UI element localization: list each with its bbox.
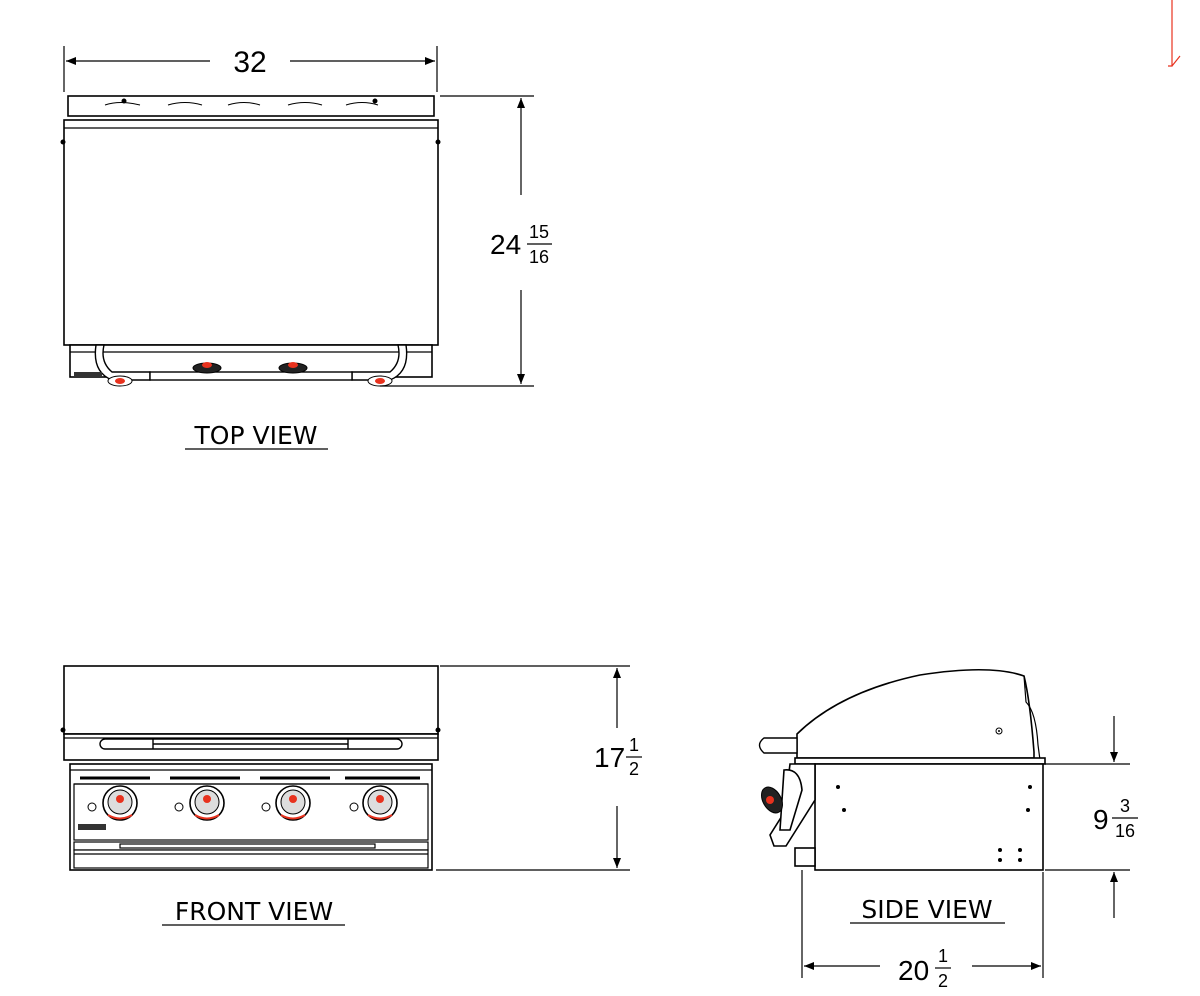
front-height-whole: 17 [594,742,625,773]
side-lid-rim [794,757,1046,765]
top-back-slots [104,98,379,106]
front-knob-2 [174,785,225,821]
side-depth-denominator: 2 [938,971,948,991]
front-handle [99,738,403,750]
side-body-dots [836,785,1032,862]
side-control-panel [761,763,816,867]
side-height-whole: 9 [1093,804,1109,835]
side-height-denominator: 16 [1115,821,1135,841]
top-width-value: 32 [233,46,266,79]
top-depth-whole: 24 [490,229,521,260]
top-handle [94,344,408,381]
front-view: 17 1 2 FRONT VIEW [60,665,642,926]
side-height-numerator: 3 [1120,796,1130,816]
side-handle [758,737,798,754]
top-view: 32 24 15 [60,46,552,450]
side-body [814,763,1044,871]
side-height-dimension: 9 3 16 [1045,716,1138,918]
side-view-label: SIDE VIEW [861,895,992,924]
front-knob-3 [261,785,311,821]
front-height-dimension: 17 1 2 [436,665,642,871]
top-width-dimension: 32 [63,46,438,92]
front-knob-1 [87,785,138,821]
side-view: 9 3 16 SIDE VIEW 20 1 2 [758,668,1138,991]
top-view-label: TOP VIEW [194,421,318,450]
front-drip-tray [73,841,429,869]
front-knobs [87,785,398,821]
top-depth-denominator: 16 [529,247,549,267]
front-view-label: FRONT VIEW [175,897,333,926]
corner-mark [1168,0,1181,67]
top-depth-numerator: 15 [529,222,549,242]
top-knobs [74,362,393,387]
top-depth-dimension: 24 15 16 [380,95,552,387]
front-height-numerator: 1 [629,735,639,755]
side-lid [796,668,1041,761]
side-depth-whole: 20 [898,955,929,986]
front-height-denominator: 2 [629,759,639,779]
front-badge [78,824,106,830]
side-depth-numerator: 1 [938,946,948,966]
top-lid [63,119,439,346]
front-knob-4 [349,785,398,821]
front-lid-top [63,665,439,735]
top-back-rail [67,95,435,117]
side-depth-dimension: 20 1 2 [801,870,1044,991]
